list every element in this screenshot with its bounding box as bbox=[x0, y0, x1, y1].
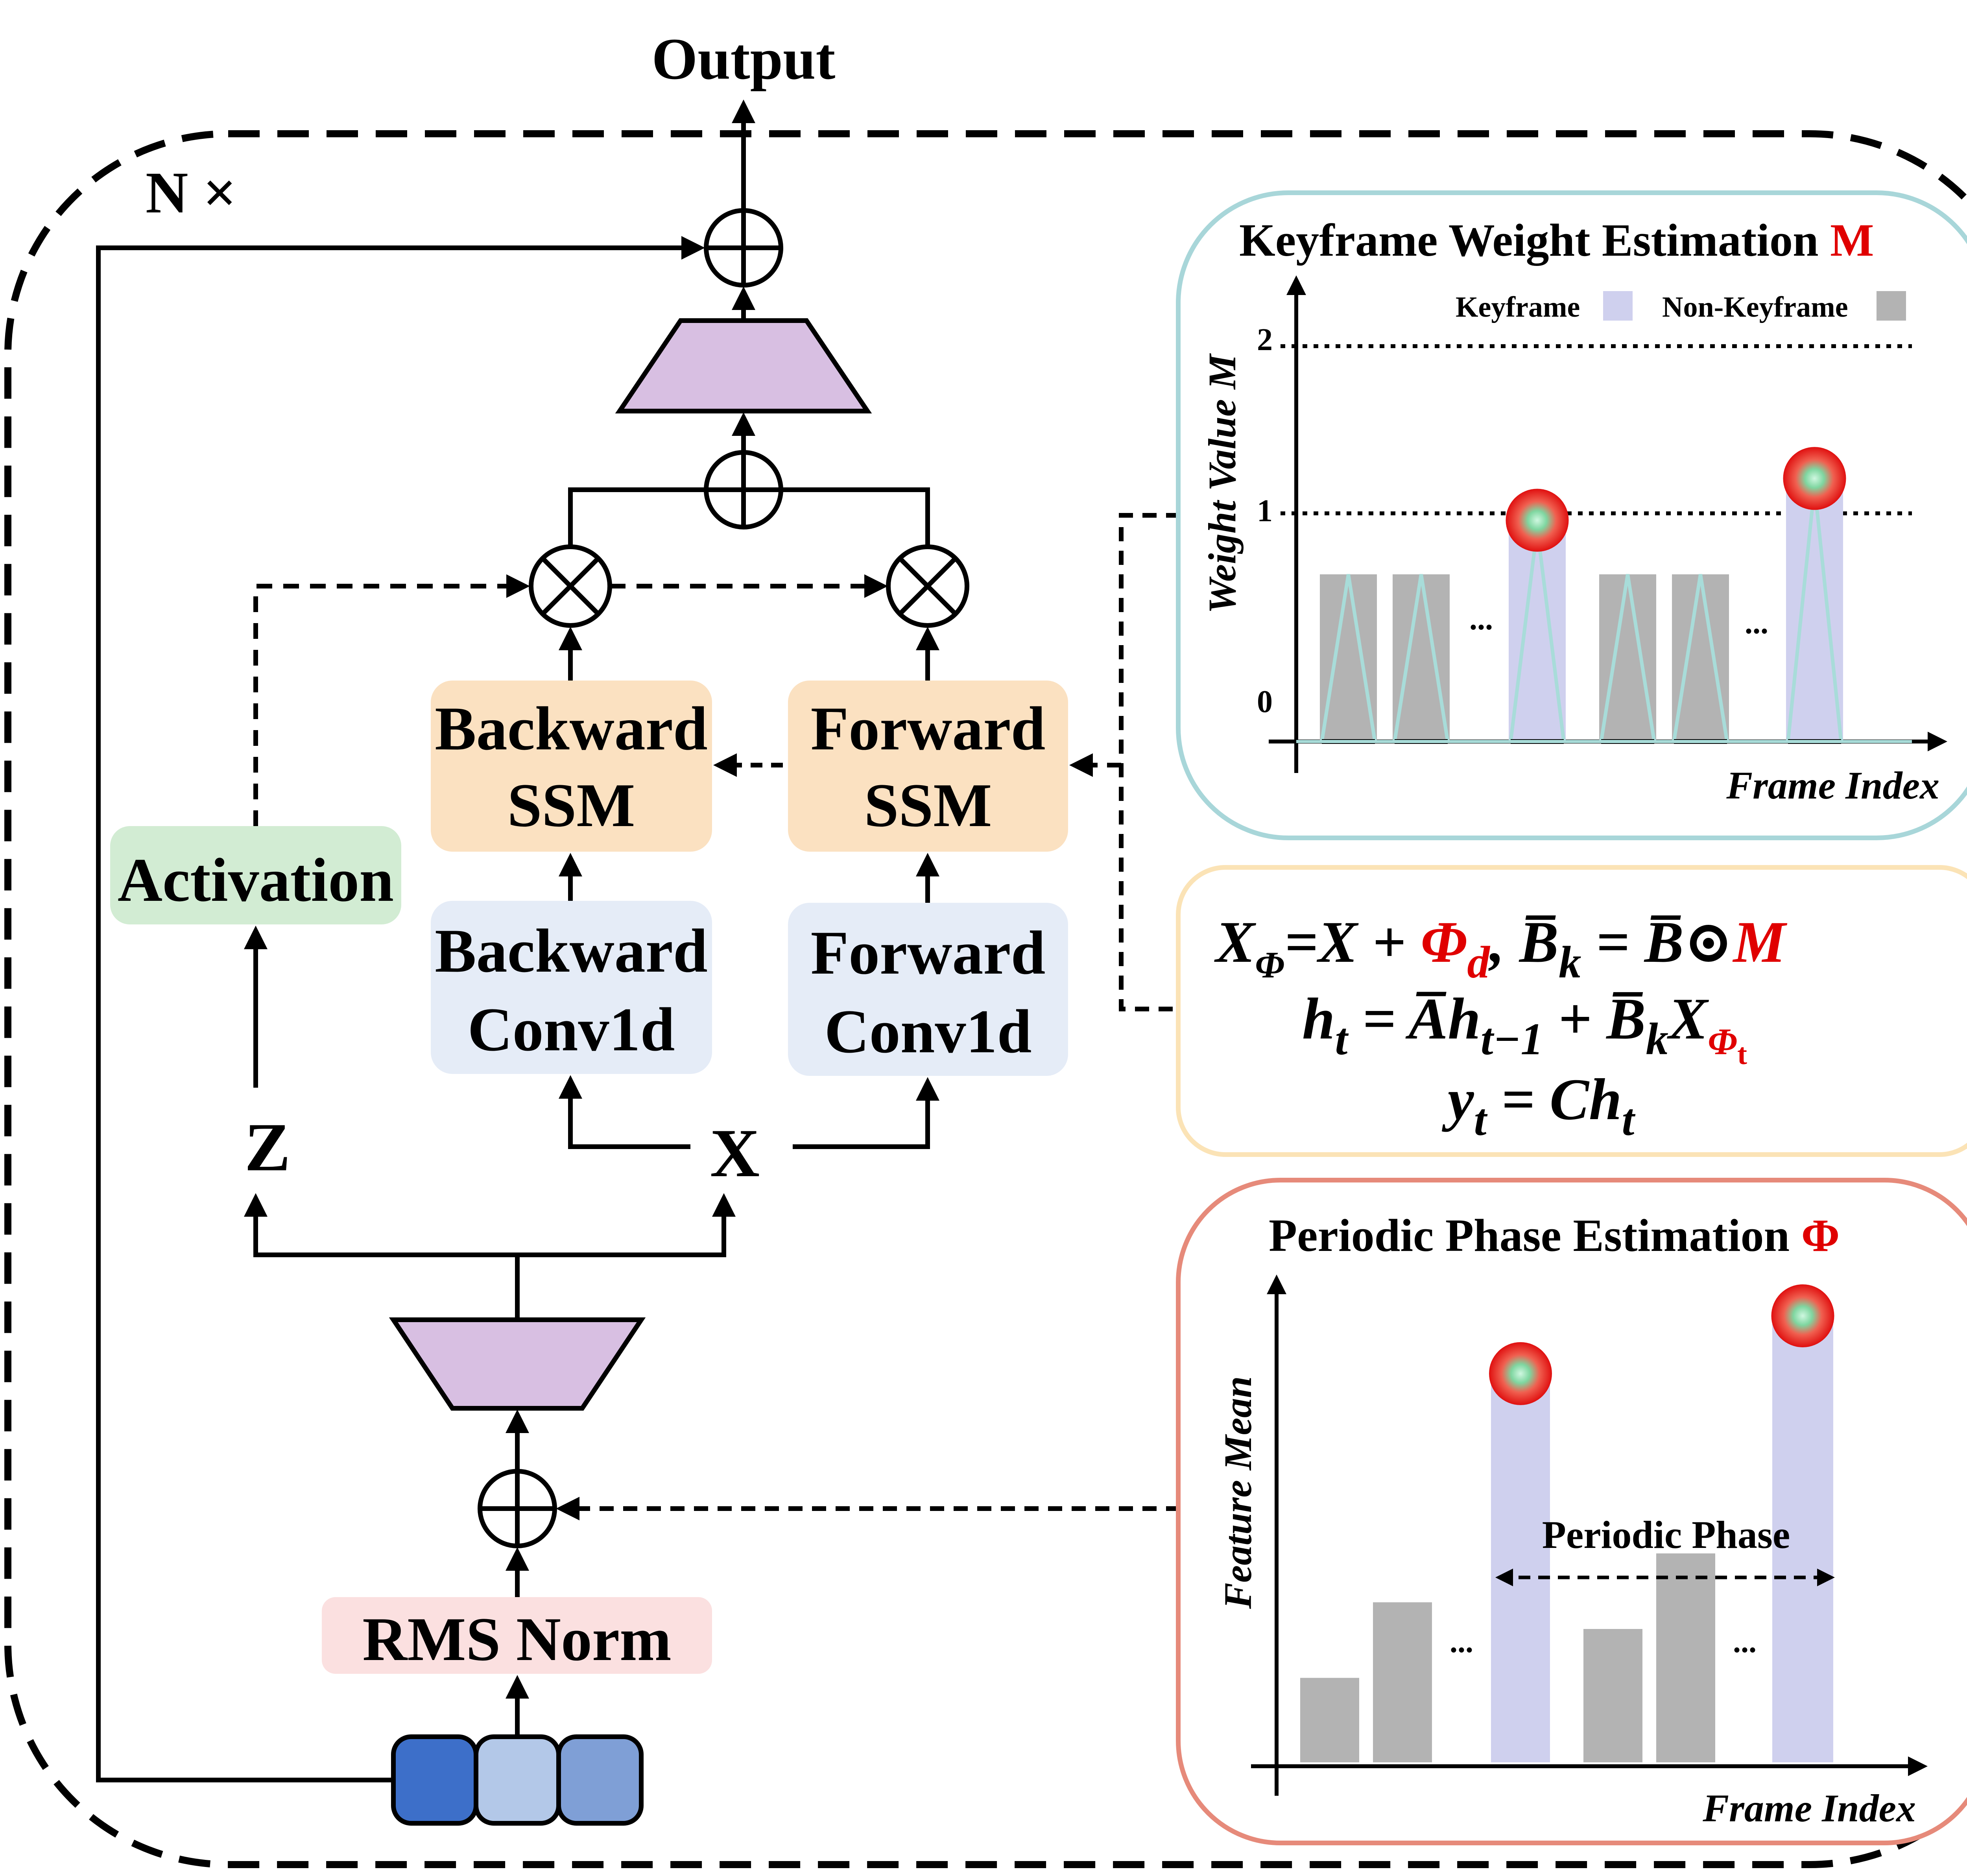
keyframe-ellipsis-2: ... bbox=[1745, 606, 1768, 640]
phase-add-op bbox=[478, 1469, 557, 1548]
keyframe-weight-curve-1 bbox=[1393, 574, 1450, 742]
forward-multiply-op bbox=[886, 544, 969, 628]
forward-conv-label-1: Forward bbox=[811, 919, 1046, 987]
split-lines-z bbox=[244, 1193, 520, 1318]
keyframe-tick-1: 1 bbox=[1257, 494, 1273, 528]
equation-line-2: ht = A̅ht−1 + B̅kXΦt bbox=[1302, 986, 1747, 1071]
keyframe-y-axis-label: Weight Value M bbox=[1200, 353, 1244, 614]
keyframe-bar-1 bbox=[1393, 574, 1450, 742]
forward-ssm-label-2: SSM bbox=[864, 771, 992, 840]
phase-bar-1 bbox=[1373, 1602, 1432, 1762]
output-projection bbox=[615, 318, 872, 413]
keyframe-weight-curve-0 bbox=[1320, 574, 1377, 742]
keyframe-bar-4 bbox=[1599, 574, 1656, 742]
token-2 bbox=[474, 1734, 561, 1826]
x-to-forward-conv bbox=[793, 1077, 939, 1149]
equation-line-1: XΦ=X + Φd, B̅k = B̅⊙M bbox=[1214, 909, 1788, 987]
activation-label: Activation bbox=[118, 846, 394, 915]
keyframe-bars bbox=[1296, 447, 1912, 744]
keyframe-tick-2: 2 bbox=[1257, 323, 1273, 357]
x-to-backward-conv bbox=[559, 1075, 690, 1149]
phase-y-axis-label: Feature Mean bbox=[1216, 1376, 1260, 1609]
residual-add-op bbox=[704, 208, 783, 288]
keyframe-to-ssm-dashed bbox=[1119, 513, 1180, 1011]
equation-panel bbox=[1176, 865, 1967, 1157]
backward-ssm-label-2: SSM bbox=[507, 771, 635, 840]
keyframe-bar-0 bbox=[1320, 574, 1377, 742]
keyframe-x-axis-label: Frame Index bbox=[1726, 764, 1939, 807]
phase-bar-5 bbox=[1656, 1553, 1715, 1762]
phase-ellipsis-2: ... bbox=[1733, 1625, 1757, 1659]
rms-norm-label: RMS Norm bbox=[362, 1605, 671, 1674]
forward-conv-box bbox=[788, 903, 1068, 1076]
keyframe-bar-5 bbox=[1672, 574, 1729, 742]
keyframe-ellipsis-1: ... bbox=[1469, 602, 1493, 636]
backward-conv-box bbox=[431, 901, 712, 1074]
input-projection bbox=[389, 1317, 646, 1411]
backward-conv-label-2: Conv1d bbox=[468, 995, 675, 1064]
phase-bar-0 bbox=[1300, 1678, 1359, 1762]
forward-conv-label-2: Conv1d bbox=[825, 997, 1032, 1066]
phase-panel-title: Periodic Phase Estimation Φ bbox=[1269, 1210, 1840, 1261]
keyframe-bar-3 bbox=[1509, 524, 1566, 742]
phase-panel bbox=[1176, 1178, 1967, 1845]
x-label: X bbox=[710, 1115, 760, 1191]
forward-ssm-box bbox=[788, 681, 1068, 852]
legend-nonkeyframe-label: Non-Keyframe bbox=[1662, 291, 1848, 323]
legend-nonkeyframe-swatch bbox=[1877, 291, 1906, 321]
branch-merge-lines bbox=[568, 487, 930, 547]
periodic-phase-label: Periodic Phase bbox=[1542, 1513, 1790, 1557]
input-tokens bbox=[391, 1734, 644, 1826]
split-lines-x bbox=[517, 1193, 736, 1257]
legend-keyframe-label: Keyframe bbox=[1456, 291, 1580, 323]
keyframe-bar-7 bbox=[1786, 482, 1843, 742]
repeat-label: N × bbox=[146, 160, 236, 225]
forward-ssm-label-1: Forward bbox=[811, 694, 1046, 763]
phase-peak-marker-3 bbox=[1489, 1342, 1552, 1405]
phase-bar-4 bbox=[1583, 1629, 1642, 1762]
keyframe-peak-marker-7 bbox=[1783, 447, 1846, 510]
activation-box bbox=[110, 826, 401, 924]
keyframe-weight-curve-4 bbox=[1599, 574, 1656, 742]
phase-peak-marker-7 bbox=[1771, 1284, 1834, 1347]
keyframe-weight-curve-5 bbox=[1672, 574, 1729, 742]
phase-bar-3 bbox=[1491, 1375, 1550, 1762]
keyframe-tick-0: 0 bbox=[1257, 684, 1273, 719]
output-label: Output bbox=[652, 26, 836, 92]
legend-keyframe-swatch bbox=[1603, 291, 1633, 321]
backward-ssm-label-1: Backward bbox=[435, 694, 708, 763]
phase-bar-7 bbox=[1772, 1318, 1833, 1762]
backward-multiply-op bbox=[529, 544, 612, 628]
phase-ellipsis-1: ... bbox=[1450, 1625, 1473, 1659]
rms-norm-box bbox=[322, 1597, 712, 1674]
keyframe-panel-title: Keyframe Weight Estimation M bbox=[1239, 214, 1874, 266]
backward-ssm-box bbox=[431, 681, 712, 852]
outer-repeat-frame bbox=[4, 130, 1967, 1868]
token-1 bbox=[391, 1734, 478, 1826]
token-3 bbox=[556, 1734, 644, 1826]
residual-skip-line bbox=[96, 236, 705, 1782]
z-label: Z bbox=[245, 1109, 291, 1185]
keyframe-peak-marker-3 bbox=[1506, 489, 1569, 552]
phase-x-axis-label: Frame Index bbox=[1702, 1786, 1916, 1830]
backward-conv-label-1: Backward bbox=[435, 917, 708, 985]
